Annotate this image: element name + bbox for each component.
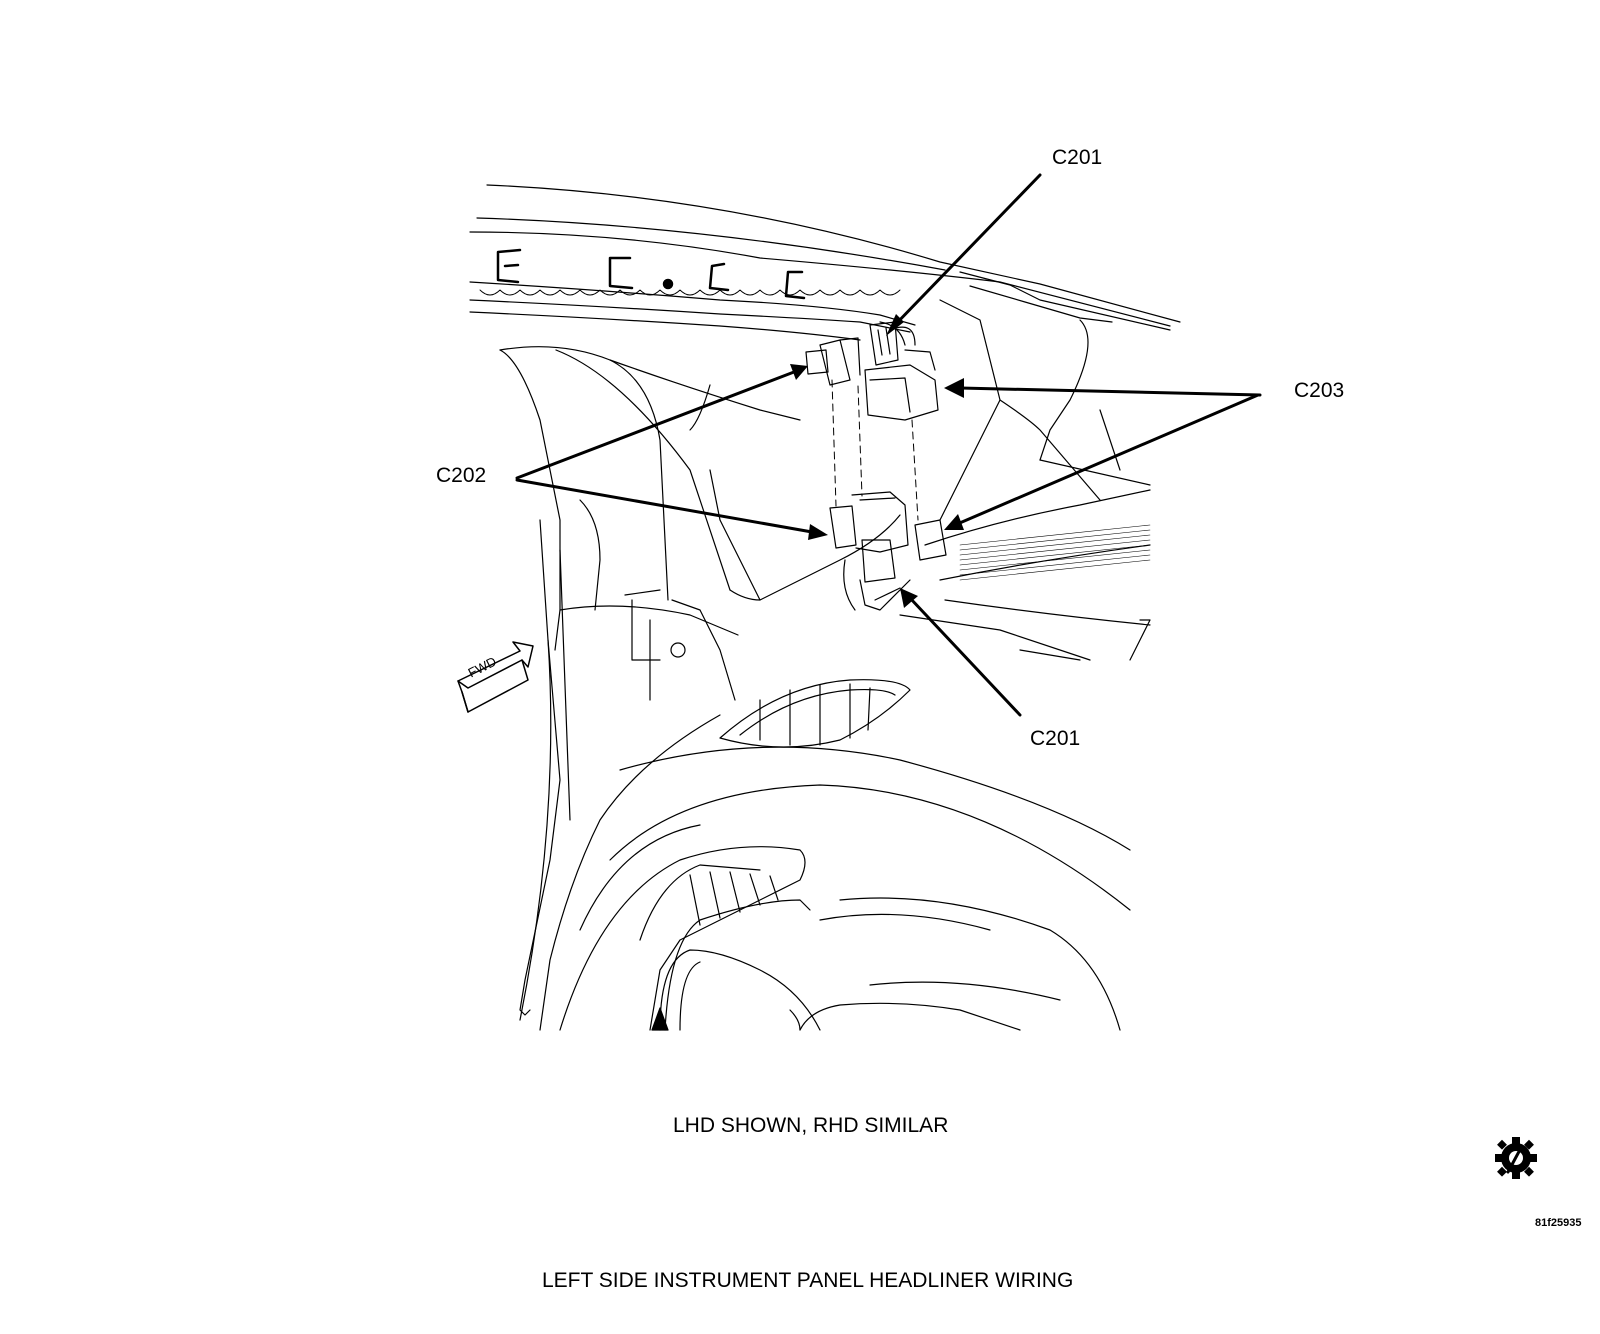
headliner-outline	[469, 184, 1181, 331]
callout-arrowheads	[790, 314, 964, 608]
callout-leaders	[515, 173, 1262, 717]
figure-title: LEFT SIDE INSTRUMENT PANEL HEADLINER WIR…	[542, 1269, 1074, 1292]
callout-c201-top: C201	[1052, 146, 1103, 169]
gear-slash-icon	[1495, 1137, 1537, 1179]
fwd-arrow-icon	[457, 641, 534, 713]
callout-c202: C202	[436, 464, 487, 487]
upper-connectors	[805, 321, 939, 421]
figure-id: 81f25935	[1535, 1217, 1582, 1229]
harness-clips	[496, 248, 806, 300]
callout-c203: C203	[1294, 379, 1345, 402]
lower-connectors	[829, 491, 947, 611]
defroster-vent	[719, 679, 911, 748]
body-structure	[499, 299, 1151, 1021]
drive-side-note: LHD SHOWN, RHD SIMILAR	[673, 1114, 949, 1137]
instrument-panel	[539, 714, 1131, 1031]
wiring-harness	[469, 281, 916, 346]
callout-c201-bottom: C201	[1030, 727, 1081, 750]
dash-hatching	[959, 524, 1151, 581]
engagement-guides	[831, 379, 919, 521]
